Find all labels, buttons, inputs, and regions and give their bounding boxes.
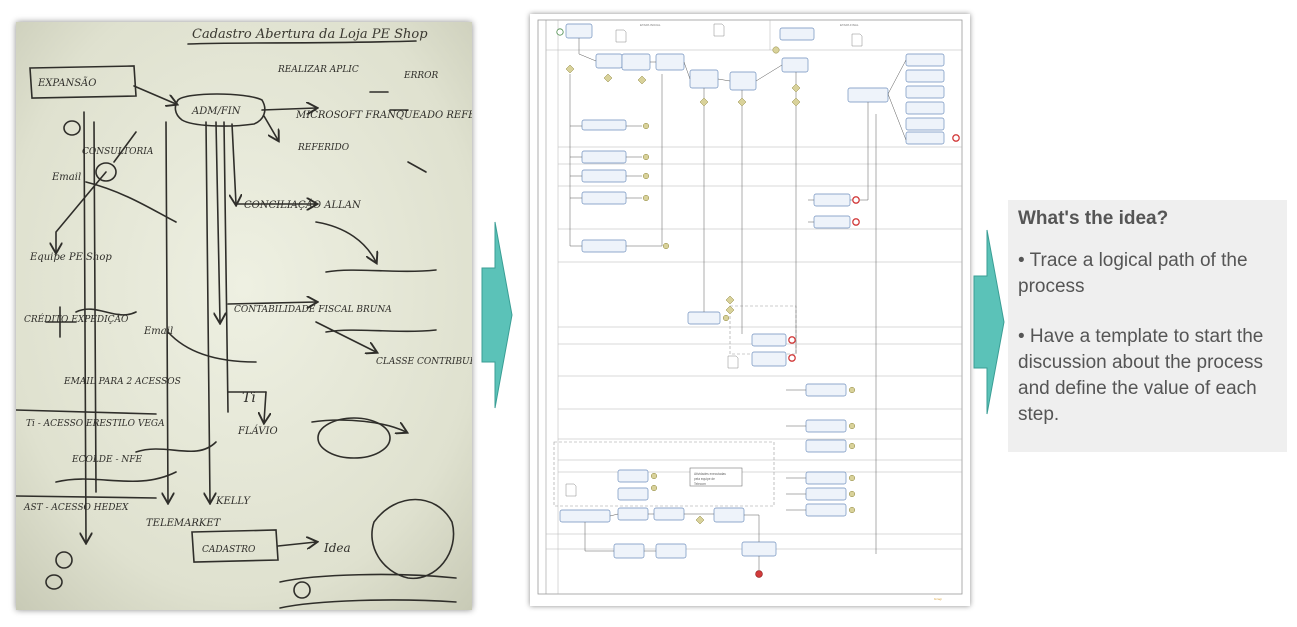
svg-text:REFERIDO: REFERIDO (297, 143, 350, 153)
sketch-label: ECOLDE - NFE (71, 455, 142, 465)
svg-text:pela equipe de: pela equipe de (694, 477, 715, 481)
svg-text:MICROSOFT FRANQUEADO REFERIDO: MICROSOFT FRANQUEADO REFERIDO (295, 110, 472, 121)
callout-heading: What's the idea? (1018, 208, 1169, 229)
sketch-label: CRÉDITO EXPEDIÇÃO (24, 313, 129, 325)
process-map-sheet: Atividades executadas pela equipe de Tel… (530, 14, 970, 606)
svg-text:bizagi: bizagi (934, 597, 942, 601)
sketch-label: Ti (242, 390, 256, 406)
sketch-label: ADM/FIN (191, 106, 242, 117)
sketch-label: Ti - ACESSO ERESTILO VEGA (26, 419, 165, 429)
sketch-drawing: EXPANSÃO ADM/FIN MICROSOFT FRANQUEADO RE… (16, 22, 472, 610)
process-diagram: Atividades executadas pela equipe de Tel… (537, 19, 963, 601)
sketch-label: TELEMARKET (146, 518, 222, 529)
sketch-label: Email (51, 172, 81, 183)
right-arrow-icon (973, 229, 1005, 415)
svg-text:CONSULTORIA: CONSULTORIA (82, 147, 154, 157)
sketch-title: Cadastro Abertura da Loja PE Shop (192, 27, 428, 42)
sketch-label: EMAIL PARA 2 ACESSOS (63, 377, 181, 387)
sketch-label: AST - ACESSO HEDEX (23, 503, 129, 513)
sketch-label: CONCILIAÇÃO ALLAN (244, 199, 362, 211)
svg-text:Telecom: Telecom (694, 482, 706, 486)
handwritten-sketch-photo: EXPANSÃO ADM/FIN MICROSOFT FRANQUEADO RE… (16, 22, 472, 610)
sketch-label: FLÁVIO (237, 425, 278, 437)
sketch-label: Email (143, 326, 173, 337)
callout-bullet: • Have a template to start the discussio… (1018, 326, 1264, 425)
sketch-label: Idea (323, 541, 351, 555)
svg-text:ETAPA FINAL: ETAPA FINAL (840, 23, 859, 27)
svg-text:REALIZAR APLIC: REALIZAR APLIC (277, 65, 359, 75)
sketch-label: KELLY (215, 496, 251, 507)
sketch-label: CLASSE CONTRIBUINTE (376, 357, 472, 367)
svg-text:Atividades executadas: Atividades executadas (694, 472, 726, 476)
sketch-label: CADASTRO (202, 545, 256, 555)
sketch-label: Equipe PE Shop (29, 252, 112, 263)
right-arrow-icon (481, 221, 513, 409)
svg-text:ETAPA INICIAL: ETAPA INICIAL (640, 23, 661, 27)
sketch-label: CONTABILIDADE FISCAL BRUNA (234, 305, 392, 315)
sketch-label: EXPANSÃO (37, 77, 96, 89)
callout-bullet: • Trace a logical path of the process (1018, 250, 1248, 297)
svg-text:ERROR: ERROR (403, 71, 439, 81)
idea-callout: What's the idea? • Trace a logical path … (1008, 200, 1287, 452)
